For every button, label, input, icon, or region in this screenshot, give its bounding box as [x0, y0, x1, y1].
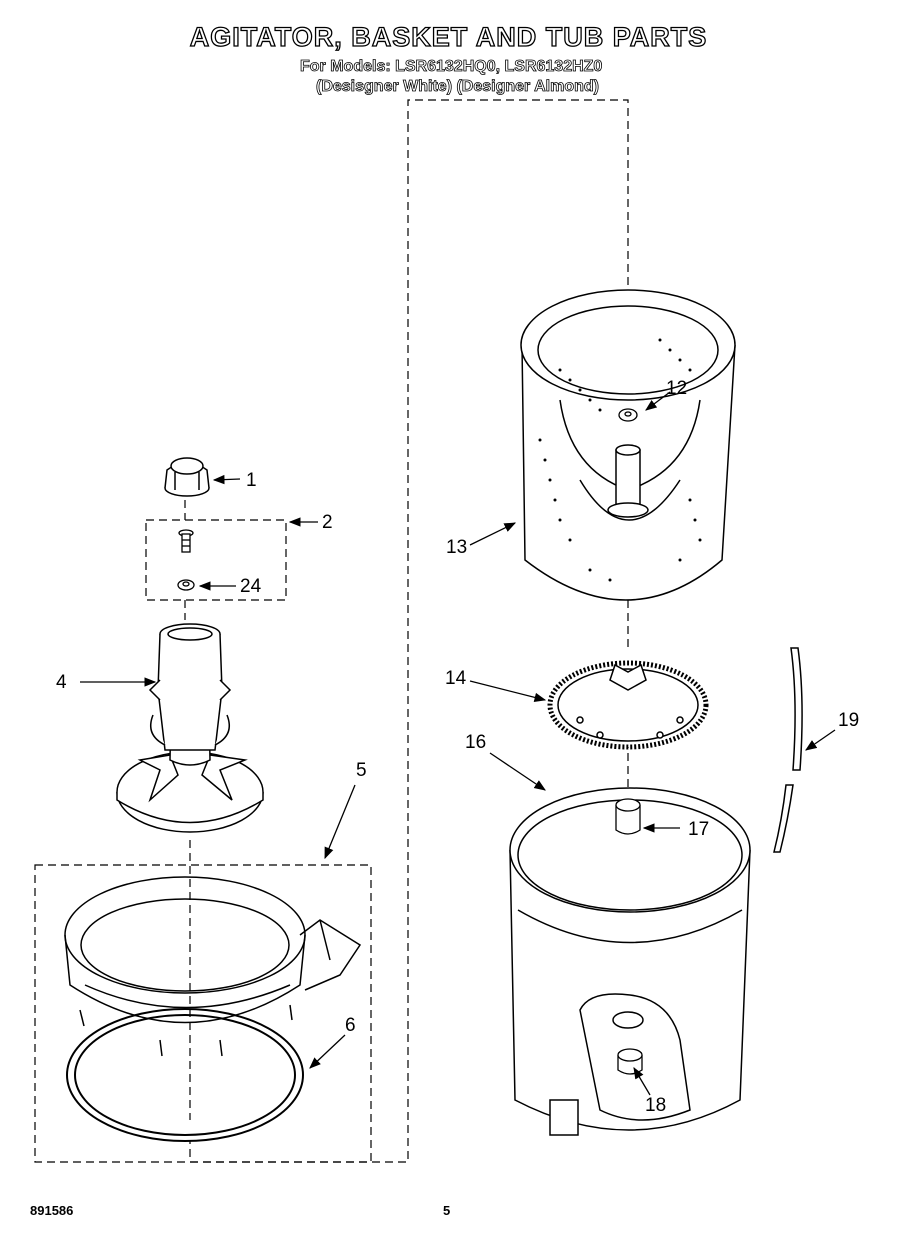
spin-basket-part-13	[520, 289, 736, 601]
seal-ring-part-6	[66, 1008, 304, 1142]
callout-16: 16	[465, 732, 486, 753]
page-title: AGITATOR, BASKET AND TUB PARTS	[189, 21, 708, 52]
nut-part-12	[618, 408, 638, 422]
callout-13: 13	[446, 537, 467, 558]
callout-24: 24	[240, 576, 262, 597]
washer-part-24	[177, 579, 195, 591]
callout-12: 12	[666, 378, 687, 399]
callout-19: 19	[838, 710, 859, 731]
page-number: 5	[443, 1203, 451, 1218]
fitting-part-18	[617, 1048, 643, 1075]
variants-line: (Desisgner White) (Designer Almond)	[316, 78, 600, 96]
callout-1: 1	[246, 470, 257, 491]
bushing-part-17	[615, 798, 641, 835]
document-number: 891586	[30, 1203, 74, 1218]
callout-6: 6	[345, 1015, 356, 1036]
models-line: For Models: LSR6132HQ0, LSR6132HZ0	[300, 58, 603, 76]
callout-18: 18	[645, 1095, 666, 1116]
callout-4: 4	[56, 672, 67, 693]
hose-part-19	[773, 647, 803, 853]
callout-5: 5	[356, 760, 367, 781]
callout-leaders	[80, 391, 836, 1096]
outer-tub-part-16	[509, 787, 751, 1136]
callout-14: 14	[445, 668, 467, 689]
assembly-connector-line	[184, 99, 629, 1163]
bolt-part-2	[178, 529, 194, 553]
part-5-group-box	[34, 864, 372, 1163]
callout-2: 2	[322, 512, 333, 533]
callout-17: 17	[688, 819, 709, 840]
agitator-cap-part-1	[164, 457, 210, 497]
part-2-group-box	[145, 519, 287, 601]
filter-part-14	[547, 660, 709, 750]
tub-ring-part-5	[64, 876, 362, 1057]
agitator-part-4	[116, 623, 264, 833]
